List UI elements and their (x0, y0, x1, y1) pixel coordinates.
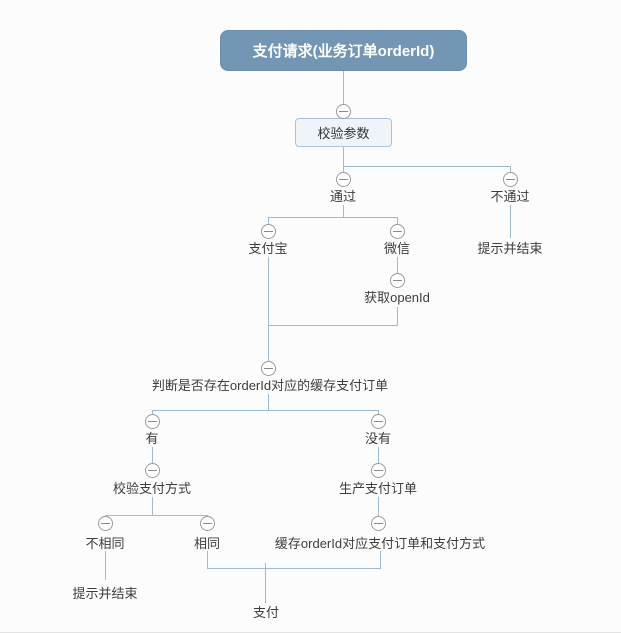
collapse-minus-icon[interactable] (261, 224, 276, 239)
node-fail-end[interactable]: 提示并结束 (477, 241, 543, 256)
connector-line (207, 551, 208, 568)
connector-line (152, 447, 153, 463)
connector-line (397, 307, 398, 325)
node-not-same-end[interactable]: 提示并结束 (72, 586, 138, 601)
connector-line (152, 497, 153, 515)
node-pay[interactable]: 支付 (252, 605, 280, 620)
connector-line (343, 166, 344, 172)
node-root[interactable]: 支付请求(业务订单orderId) (220, 30, 467, 71)
collapse-minus-icon[interactable] (390, 273, 405, 288)
connector-line (343, 71, 344, 104)
connector-line (265, 568, 266, 603)
connector-line (105, 515, 208, 516)
connector-line (268, 217, 269, 224)
connector-line (378, 447, 379, 463)
connector-line (105, 551, 106, 580)
connector-line (343, 147, 344, 166)
collapse-minus-icon[interactable] (261, 361, 276, 376)
node-has[interactable]: 有 (145, 431, 159, 446)
connector-line (378, 410, 379, 415)
node-check-cached-order[interactable]: 判断是否存在orderId对应的缓存支付订单 (151, 378, 389, 393)
node-alipay[interactable]: 支付宝 (248, 241, 288, 256)
connector-line (268, 394, 269, 410)
connector-line (380, 551, 381, 568)
connector-line (207, 568, 381, 569)
collapse-minus-icon[interactable] (200, 516, 215, 531)
connector-line (152, 410, 153, 415)
collapse-minus-icon[interactable] (145, 414, 160, 429)
connector-line (397, 217, 398, 224)
node-has-not[interactable]: 没有 (364, 431, 392, 446)
connector-line (268, 325, 398, 326)
collapse-minus-icon[interactable] (371, 516, 386, 531)
connector-line (265, 563, 266, 568)
collapse-minus-icon[interactable] (336, 172, 351, 187)
node-verify-pay-method[interactable]: 校验支付方式 (112, 481, 192, 496)
node-get-openid[interactable]: 获取openId (364, 290, 430, 305)
collapse-minus-icon[interactable] (371, 463, 386, 478)
collapse-minus-icon[interactable] (390, 224, 405, 239)
collapse-minus-icon[interactable] (336, 104, 351, 119)
connector-line (343, 205, 344, 217)
connector-line (343, 166, 511, 167)
node-fail[interactable]: 不通过 (490, 189, 530, 204)
connector-line (510, 166, 511, 172)
node-same[interactable]: 相同 (193, 536, 221, 551)
node-cache-order[interactable]: 缓存orderId对应支付订单和支付方式 (274, 536, 486, 551)
node-validate-params[interactable]: 校验参数 (295, 118, 392, 147)
connector-line (268, 217, 398, 218)
node-wechat[interactable]: 微信 (383, 241, 411, 256)
collapse-minus-icon[interactable] (371, 414, 386, 429)
node-not-same[interactable]: 不相同 (85, 536, 125, 551)
connector-line (397, 257, 398, 273)
node-pass[interactable]: 通过 (329, 189, 357, 204)
collapse-minus-icon[interactable] (145, 463, 160, 478)
connector-line (378, 497, 379, 516)
collapse-minus-icon[interactable] (503, 172, 518, 187)
connector-line (268, 257, 269, 325)
connector-line (510, 205, 511, 238)
collapse-minus-icon[interactable] (98, 516, 113, 531)
connector-line (152, 410, 379, 411)
connector-line (268, 325, 269, 361)
node-create-pay-order[interactable]: 生产支付订单 (338, 481, 418, 496)
